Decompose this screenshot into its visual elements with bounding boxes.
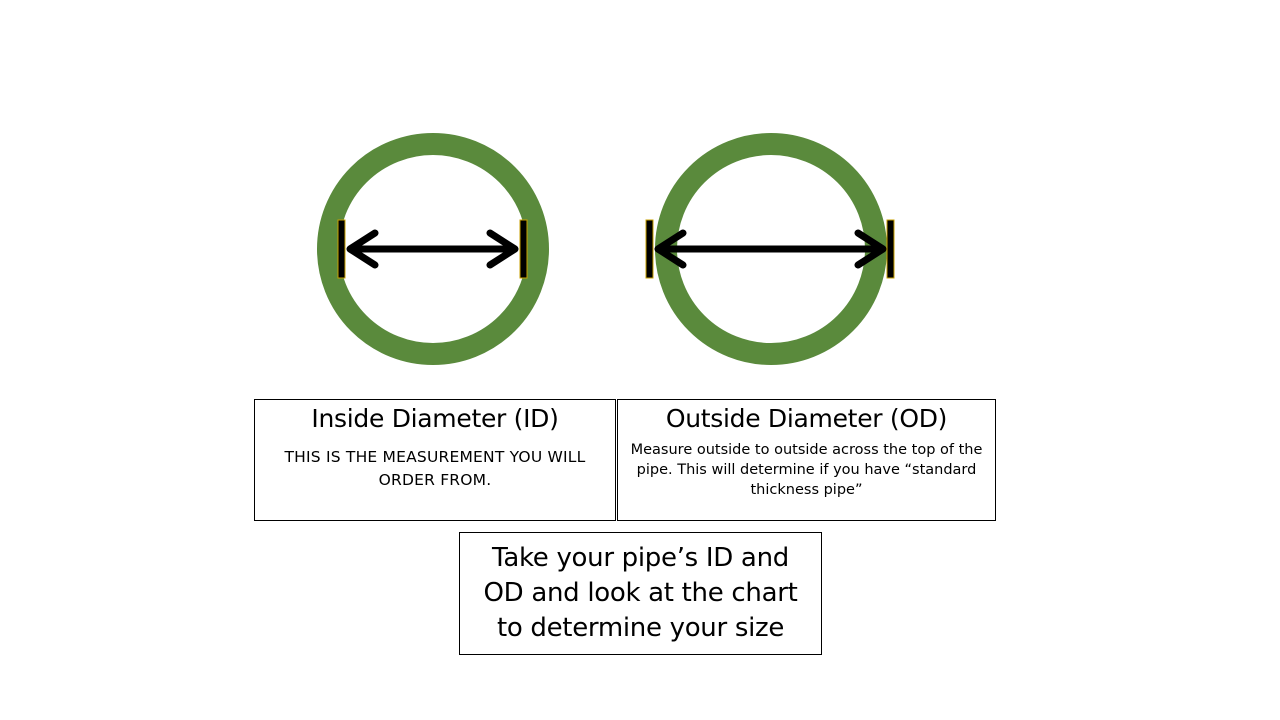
inside-diameter-pipe: [317, 133, 549, 365]
outside-arrow-left-head: [654, 229, 687, 269]
inside-arrow-left-head: [346, 229, 379, 269]
inside-arrow-right-head: [486, 229, 519, 269]
summary-text: Take your pipe’s ID and OD and look at t…: [483, 543, 798, 643]
inside-pipe-ring: [317, 133, 549, 365]
outside-arrow-right-head: [854, 229, 887, 269]
outside-diameter-title: Outside Diameter (OD): [665, 404, 948, 433]
inside-diameter-box: Inside Diameter (ID) THIS IS THE MEASURE…: [254, 399, 616, 521]
outside-diameter-arrow: [654, 229, 887, 269]
pipe-diagram: [317, 133, 895, 365]
inside-left-end-bar: [337, 219, 346, 279]
inside-right-end-bar: [519, 219, 528, 279]
inside-diameter-arrow: [346, 229, 519, 269]
outside-diameter-box: Outside Diameter (OD) Measure outside to…: [617, 399, 996, 521]
summary-box: Take your pipe’s ID and OD and look at t…: [459, 532, 822, 655]
outside-left-end-bar: [645, 219, 654, 279]
inside-diameter-title: Inside Diameter (ID): [311, 404, 559, 433]
outside-right-end-bar: [886, 219, 895, 279]
outside-diameter-description: Measure outside to outside across the to…: [630, 442, 983, 498]
inside-diameter-description: THIS IS THE MEASUREMENT YOU WILL ORDER F…: [284, 448, 586, 489]
outside-diameter-pipe: [645, 133, 895, 365]
